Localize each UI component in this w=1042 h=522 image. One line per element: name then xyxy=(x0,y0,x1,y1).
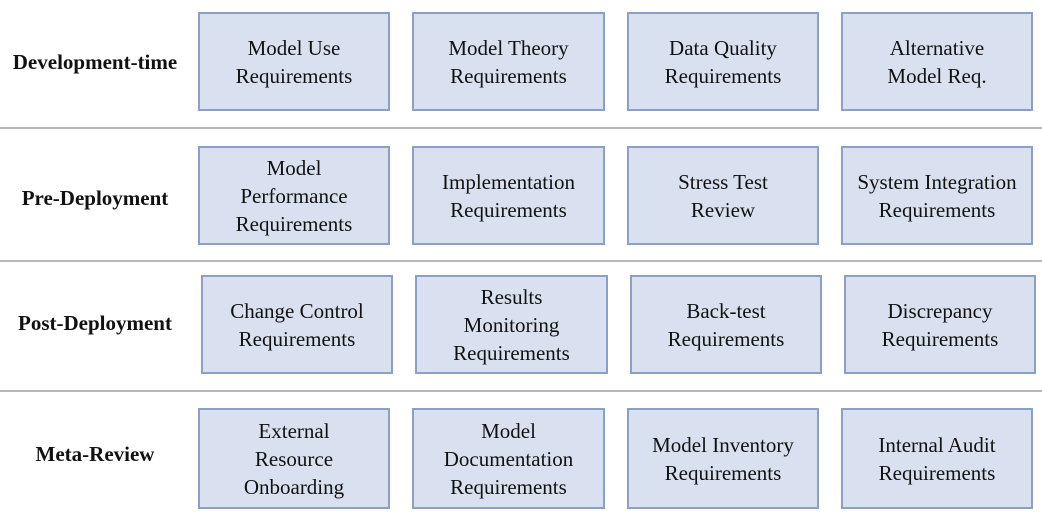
row-divider xyxy=(0,390,1042,392)
box-model-theory-requirements: Model Theory Requirements xyxy=(412,12,605,111)
box-system-integration-requirements: System Integration Requirements xyxy=(841,146,1033,245)
row-divider xyxy=(0,260,1042,262)
box-internal-audit-requirements: Internal Audit Requirements xyxy=(841,408,1033,509)
box-model-performance-requirements: Model Performance Requirements xyxy=(198,146,390,245)
box-external-resource-onboarding: External Resource Onboarding xyxy=(198,408,390,509)
box-alternative-model-req: Alternative Model Req. xyxy=(841,12,1033,111)
box-model-use-requirements: Model Use Requirements xyxy=(198,12,390,111)
box-results-monitoring-requirements: Results Monitoring Requirements xyxy=(415,275,608,374)
box-data-quality-requirements: Data Quality Requirements xyxy=(627,12,819,111)
box-model-inventory-requirements: Model Inventory Requirements xyxy=(627,408,819,509)
row-label-meta-review: Meta-Review xyxy=(35,442,155,466)
box-change-control-requirements: Change Control Requirements xyxy=(201,275,393,374)
box-model-documentation-requirements: Model Documentation Requirements xyxy=(412,408,605,509)
box-back-test-requirements: Back-test Requirements xyxy=(630,275,822,374)
box-stress-test-review: Stress Test Review xyxy=(627,146,819,245)
row-divider xyxy=(0,127,1042,129)
row-label-pre-deployment: Pre-Deployment xyxy=(21,186,169,210)
row-label-post-deployment: Post-Deployment xyxy=(18,311,172,335)
box-implementation-requirements: Implementation Requirements xyxy=(412,146,605,245)
box-discrepancy-requirements: Discrepancy Requirements xyxy=(844,275,1036,374)
row-label-development-time: Development-time xyxy=(12,50,178,74)
